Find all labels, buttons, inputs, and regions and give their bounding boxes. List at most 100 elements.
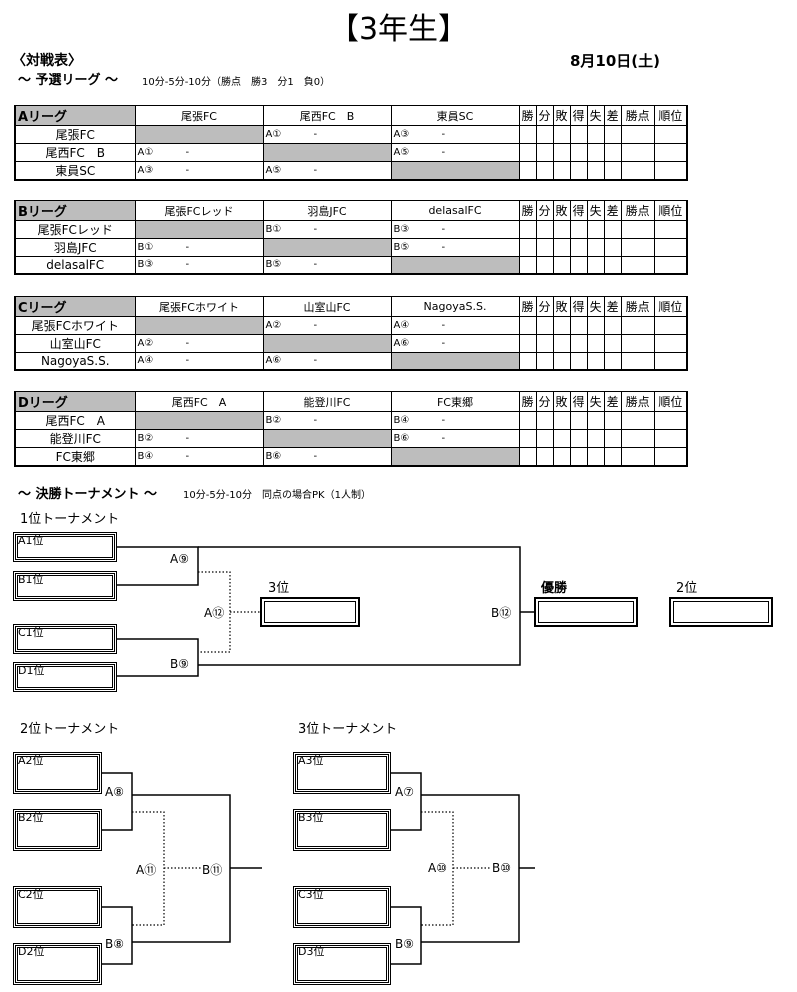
row-team: NagoyaS.S. bbox=[14, 352, 136, 371]
tournament-3-label: 3位トーナメント bbox=[298, 722, 398, 737]
match-cell: B③- bbox=[134, 256, 264, 275]
match-cell: A②- bbox=[134, 334, 264, 353]
slot-d3: D3位 bbox=[293, 943, 391, 985]
blank-cell bbox=[134, 125, 264, 144]
blank-cell bbox=[390, 352, 520, 371]
score-dash: - bbox=[313, 129, 318, 140]
score-dash: - bbox=[313, 415, 318, 426]
score-dash: - bbox=[441, 129, 446, 140]
score-dash: - bbox=[185, 259, 190, 271]
stat-cell bbox=[603, 143, 622, 162]
row-team: 能登川FC bbox=[14, 429, 136, 448]
stat-header: 差 bbox=[603, 105, 622, 126]
match-cell: A④- bbox=[134, 352, 264, 371]
match-label: A⑪ bbox=[136, 863, 157, 877]
stat-header: 分 bbox=[535, 105, 554, 126]
score-dash: - bbox=[441, 224, 446, 235]
match-code: A⑤ bbox=[393, 147, 410, 158]
match-code: A④ bbox=[137, 355, 154, 367]
score-dash: - bbox=[185, 451, 190, 462]
match-label: B⑨ bbox=[395, 937, 414, 951]
league-name: Aリーグ bbox=[14, 105, 136, 126]
row-team: 尾張FCホワイト bbox=[14, 316, 136, 335]
match-code: B⑥ bbox=[393, 433, 410, 444]
page-title: 【3年生】 bbox=[328, 12, 469, 47]
score-dash: - bbox=[313, 259, 318, 271]
match-code: B③ bbox=[393, 224, 410, 235]
score-dash: - bbox=[185, 433, 190, 444]
second-place-label: 2位 bbox=[676, 581, 698, 596]
match-label: A⑧ bbox=[105, 785, 124, 799]
match-label: B⑧ bbox=[105, 937, 124, 951]
section-heading: 〈対戦表〉 bbox=[12, 53, 82, 69]
match-cell: B⑥- bbox=[262, 447, 392, 467]
event-date: 8月10日(土) bbox=[570, 52, 661, 70]
slot-b1: B1位 bbox=[13, 571, 117, 601]
score-dash: - bbox=[185, 147, 190, 158]
row-team: FC東郷 bbox=[14, 447, 136, 467]
stat-header: 敗 bbox=[552, 296, 571, 317]
match-code: B⑤ bbox=[265, 259, 282, 271]
stat-header: 勝点 bbox=[620, 105, 655, 126]
tournament-1-label: 1位トーナメント bbox=[20, 512, 120, 527]
match-code: A④ bbox=[393, 320, 410, 331]
stat-cell bbox=[603, 429, 622, 448]
row-team: 山室山FC bbox=[14, 334, 136, 353]
stat-cell bbox=[653, 143, 689, 162]
league-name: Cリーグ bbox=[14, 296, 136, 317]
match-code: A② bbox=[265, 320, 282, 331]
match-cell: B⑥- bbox=[390, 429, 520, 448]
stat-header: 敗 bbox=[552, 391, 571, 412]
match-cell: A⑤- bbox=[262, 161, 392, 181]
match-label: B⑨ bbox=[170, 657, 189, 671]
row-team: 尾西FC B bbox=[14, 143, 136, 162]
match-code: A① bbox=[137, 147, 154, 158]
match-code: A③ bbox=[137, 165, 154, 176]
match-cell: A⑥- bbox=[262, 352, 392, 371]
stat-header: 順位 bbox=[653, 391, 689, 412]
score-dash: - bbox=[441, 320, 446, 331]
stat-cell bbox=[653, 256, 689, 275]
stat-header: 敗 bbox=[552, 200, 571, 221]
match-label: B⑪ bbox=[202, 863, 223, 877]
slot-b3: B3位 bbox=[293, 809, 391, 851]
third-place-label: 3位 bbox=[268, 581, 290, 596]
blank-cell bbox=[262, 238, 392, 257]
score-dash: - bbox=[441, 147, 446, 158]
stat-cell bbox=[603, 161, 622, 181]
stat-header: 差 bbox=[603, 391, 622, 412]
match-label: A⑫ bbox=[204, 606, 225, 620]
blank-cell bbox=[134, 220, 264, 239]
slot-d1: D1位 bbox=[13, 662, 117, 692]
match-cell: B④- bbox=[134, 447, 264, 467]
score-dash: - bbox=[313, 320, 318, 331]
stat-cell bbox=[653, 352, 689, 371]
winner-label: 優勝 bbox=[541, 581, 568, 596]
stat-header: 勝点 bbox=[620, 200, 655, 221]
match-cell: B②- bbox=[134, 429, 264, 448]
score-dash: - bbox=[185, 242, 190, 253]
stat-header: 順位 bbox=[653, 296, 689, 317]
stat-cell bbox=[653, 161, 689, 181]
score-dash: - bbox=[313, 165, 318, 176]
stat-cell bbox=[603, 447, 622, 467]
score-dash: - bbox=[441, 415, 446, 426]
slot-a1: A1位 bbox=[13, 532, 117, 562]
blank-cell bbox=[262, 334, 392, 353]
prelim-heading: ～ 予選リーグ ～ bbox=[18, 73, 119, 88]
stat-cell bbox=[603, 352, 622, 371]
row-team: delasalFC bbox=[14, 256, 136, 275]
slot-d2: D2位 bbox=[13, 943, 102, 985]
match-code: B④ bbox=[393, 415, 410, 426]
blank-cell bbox=[390, 256, 520, 275]
slot-a2: A2位 bbox=[13, 752, 102, 794]
slot-c2: C2位 bbox=[13, 886, 102, 928]
